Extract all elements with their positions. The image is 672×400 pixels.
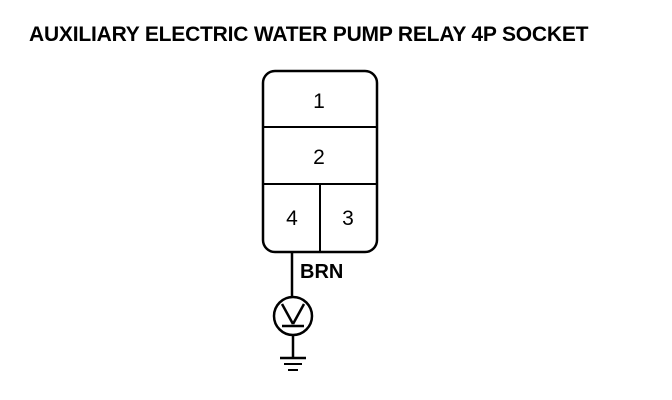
pin-4-label: 4	[286, 207, 298, 230]
ground-icon	[280, 356, 306, 371]
pin-3-label: 3	[342, 207, 354, 230]
voltmeter-icon	[272, 295, 314, 337]
pin-1-label: 1	[313, 90, 325, 113]
wire-color-label: BRN	[300, 261, 343, 283]
diagram-title: AUXILIARY ELECTRIC WATER PUMP RELAY 4P S…	[29, 23, 589, 46]
pin-2-label: 2	[313, 146, 325, 169]
relay-socket: 1 2 4 3	[261, 69, 379, 254]
